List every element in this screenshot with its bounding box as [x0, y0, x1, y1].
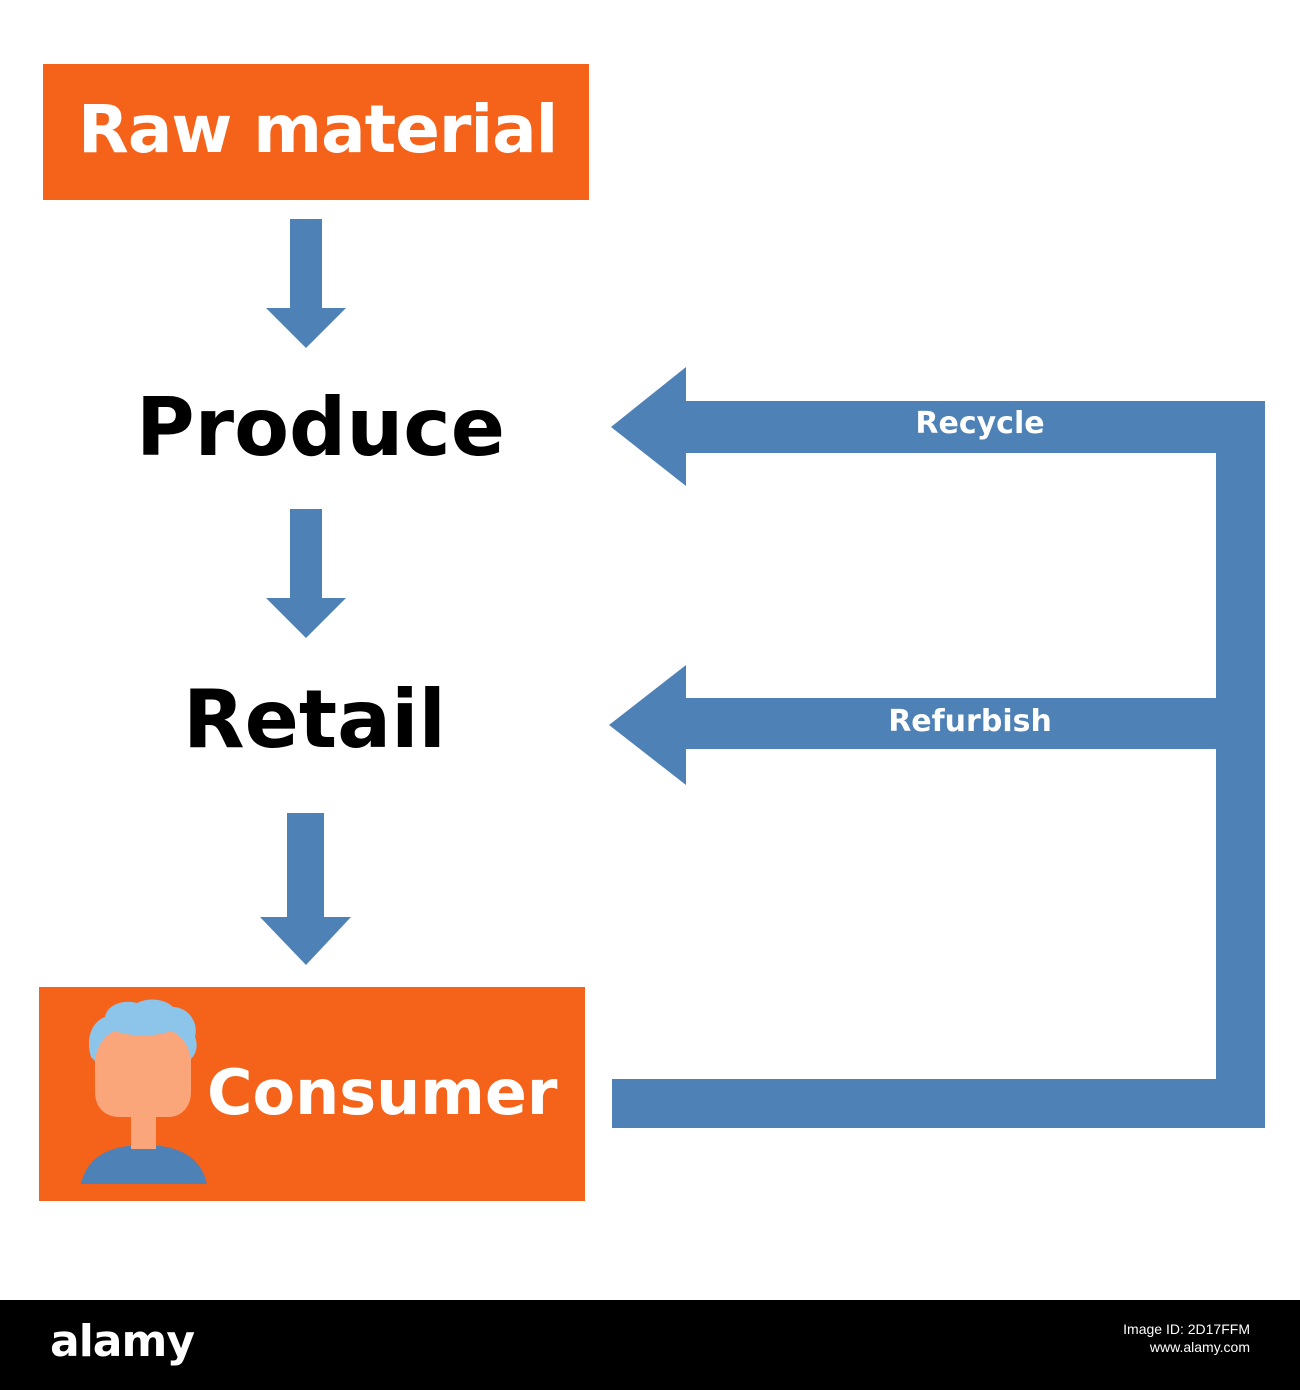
return-loop: [611, 367, 1265, 1128]
person-avatar-icon: [81, 999, 207, 1184]
arrow-retail-to-consumer: [260, 813, 351, 965]
arrow-raw-to-produce: [266, 219, 346, 348]
produce-label: Produce: [136, 381, 505, 474]
refurbish-label: Refurbish: [888, 704, 1052, 739]
consumer-box: Consumer: [39, 987, 585, 1201]
recycle-label: Recycle: [915, 406, 1045, 441]
watermark-logo: alamy: [50, 1316, 195, 1367]
consumer-label: Consumer: [207, 1056, 558, 1129]
raw-material-label: Raw material: [78, 91, 558, 168]
watermark-info: Image ID: 2D17FFM www.alamy.com: [1123, 1320, 1250, 1356]
image-id: Image ID: 2D17FFM: [1123, 1321, 1250, 1337]
watermark-footer: alamy Image ID: 2D17FFM www.alamy.com: [0, 1300, 1300, 1390]
arrow-produce-to-retail: [266, 509, 346, 638]
site-url: www.alamy.com: [1149, 1339, 1250, 1355]
retail-label: Retail: [183, 673, 446, 766]
arrow-refurbish: [609, 665, 1216, 785]
flow-arrows: [260, 219, 1265, 1128]
raw-material-box: Raw material: [43, 64, 589, 200]
